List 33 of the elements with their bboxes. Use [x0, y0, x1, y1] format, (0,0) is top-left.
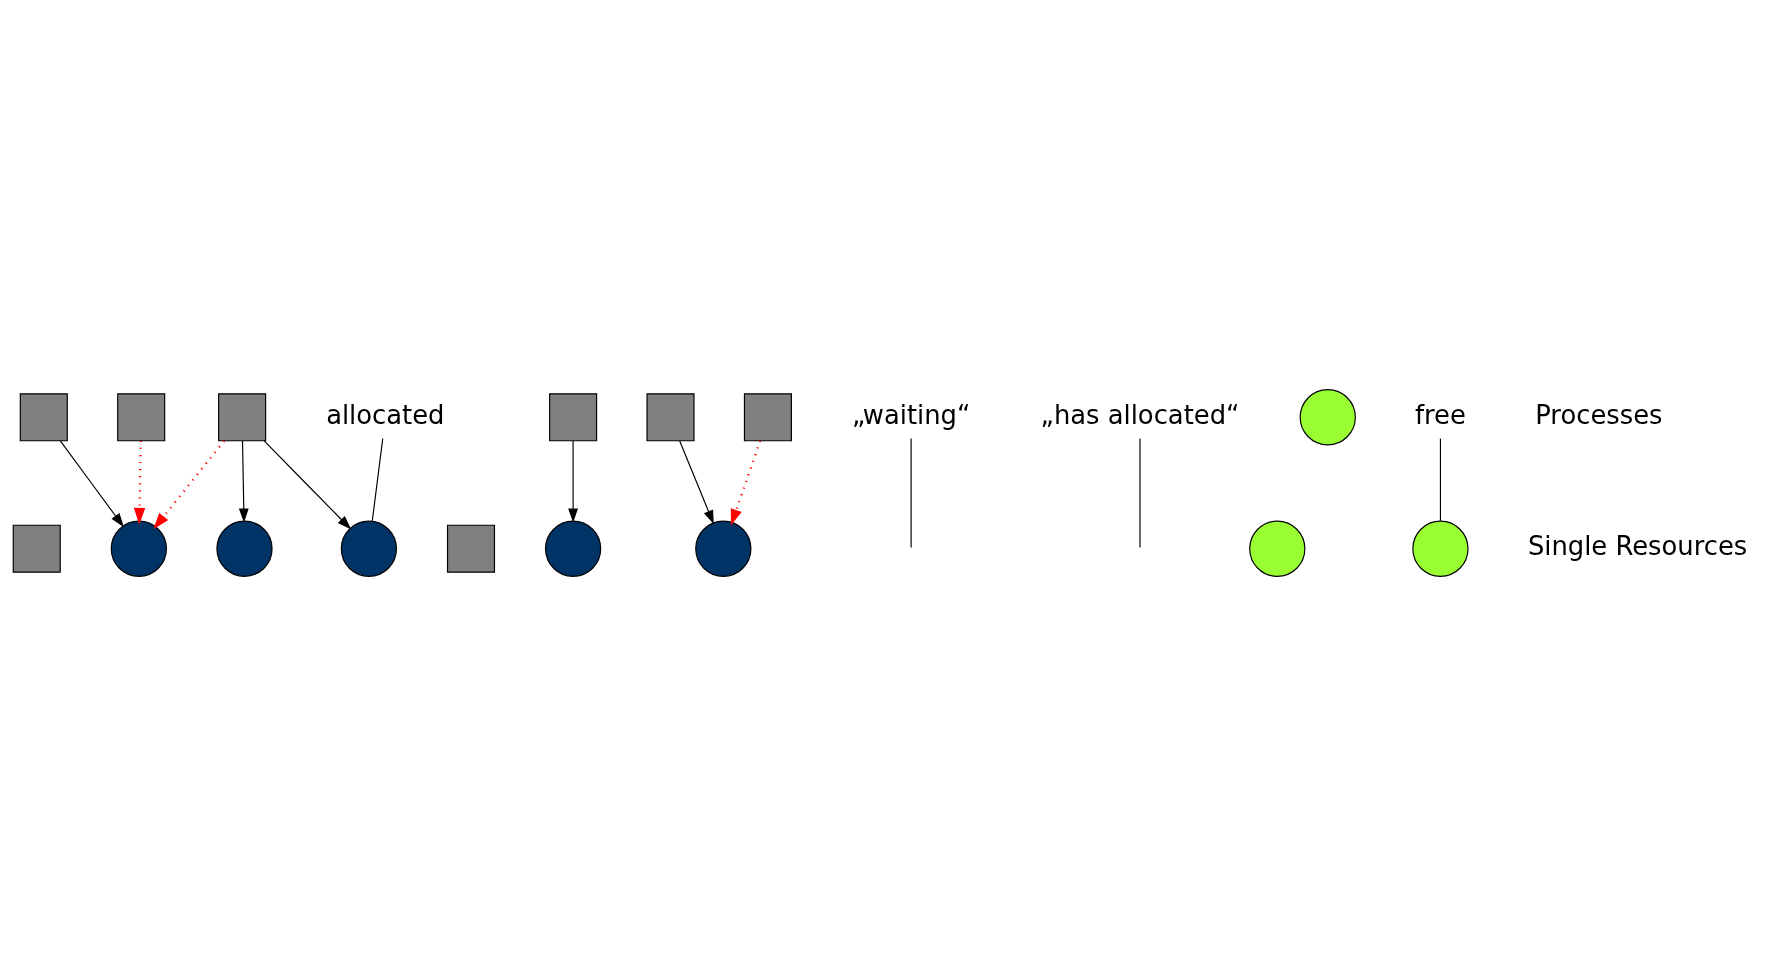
node-text: „waiting“ — [851, 399, 971, 430]
node-box — [218, 392, 267, 441]
node-box — [19, 392, 68, 441]
arrow — [679, 439, 714, 524]
label: Processes — [1535, 399, 1663, 430]
connector — [371, 437, 384, 522]
connector — [1439, 437, 1441, 521]
node-box — [646, 392, 695, 441]
arrow — [730, 440, 762, 526]
node-text: free — [1414, 399, 1466, 430]
node-circle — [216, 520, 273, 577]
node-circle — [1249, 520, 1306, 577]
node-circle — [1299, 388, 1356, 445]
node-box — [117, 392, 166, 441]
node-box — [743, 392, 792, 441]
arrow — [238, 439, 249, 523]
connector — [910, 437, 912, 548]
arrow — [59, 439, 124, 527]
arrow — [133, 440, 146, 524]
node-box — [446, 524, 496, 573]
arrow — [568, 439, 579, 523]
node-circle — [110, 520, 167, 577]
node-box — [12, 524, 61, 573]
node-text: allocated — [326, 399, 445, 430]
node-circle — [340, 520, 398, 577]
node-circle — [695, 520, 752, 577]
node-text: „has allocated“ — [1040, 399, 1240, 430]
label: Single Resources — [1527, 530, 1748, 561]
arrow — [263, 439, 352, 530]
arrow — [153, 439, 226, 529]
node-box — [549, 392, 598, 441]
node-circle — [544, 520, 602, 577]
node-circle — [1412, 520, 1469, 577]
